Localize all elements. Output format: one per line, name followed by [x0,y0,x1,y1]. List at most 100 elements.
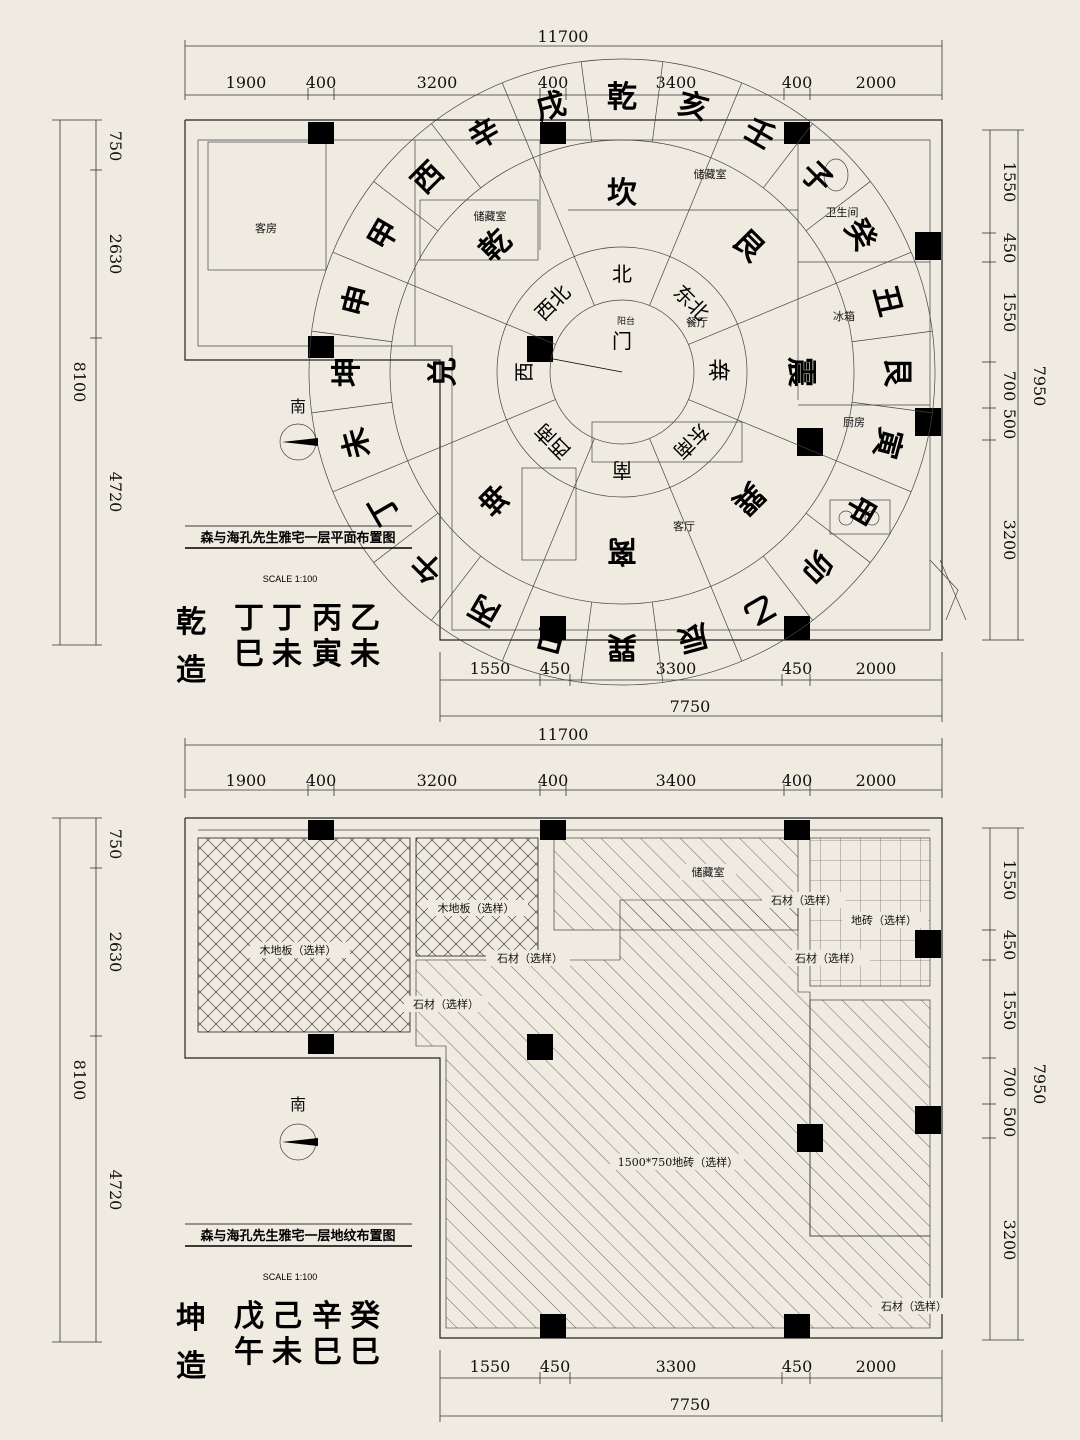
plan1-bazi-hour-branch: 未 [350,637,382,672]
plan2-dim-left-total: 8100 [70,1060,89,1101]
outer-ring-character: 巽 [607,629,637,664]
direction-label: 南 [612,458,632,482]
sector-spoke [688,399,837,462]
sector-spoke [532,157,595,306]
ring-spoke [762,555,813,621]
plan2-dim-top-1: 1900 [226,771,267,790]
outer-ring-character: 辰 [674,616,712,658]
plan2-dim-top-4: 400 [538,771,569,790]
plan1-dim-left-2: 2630 [106,234,125,275]
direction-label: 西南 [530,419,575,464]
plan2-scale: SCALE 1:100 [263,1272,318,1282]
plan2-dim-right-5: 500 [1000,1107,1019,1138]
outer-ring-character: 艮 [879,357,914,388]
plan2-material-labels: 木地板（选样） 木地板（选样） 石材（选样） 石材（选样） 储藏室 石材（选样）… [250,864,956,1314]
sector-spoke [407,399,556,462]
plan2-dim-bottom-2: 450 [540,1357,571,1376]
plan2-dim-bottom-4: 450 [782,1357,813,1376]
plan2-title-block: 森与海孔先生雅宅一层地纹布置图 SCALE 1:100 [185,1223,412,1282]
room-label-storage-1: 储藏室 [474,209,507,223]
luopan-compass: 甲西辛戌乾亥壬子癸丑艮寅甲卯乙辰巽巳丙午丁未坤申 兑乾坎艮震巽离坤 西西北北东北… [308,58,936,686]
plan2-columns [308,820,941,1338]
ring-spoke [332,251,408,284]
plan2-bazi-day-stem: 辛 [312,1299,344,1334]
plan2-dims-right [982,827,1024,1341]
ring-spoke [501,586,534,662]
material-label-7: 地砖（选样） [851,913,917,927]
material-label-5: 储藏室 [692,865,725,879]
outer-ring-character: 丙 [463,587,506,632]
outer-ring-character: 坤 [330,357,365,387]
outer-ring-character: 乾 [607,80,637,115]
ring-spoke [851,330,933,343]
sector-spoke [407,282,556,345]
outer-ring-character: 壬 [738,112,781,157]
plan1-dim-top-4: 400 [538,73,569,92]
plan1-bazi-month-branch: 未 [272,637,304,672]
plan1-dim-right-1: 1550 [1000,162,1019,203]
south-arrow-icon [282,1138,318,1146]
plan1-dim-bottom-total: 7750 [670,697,711,716]
plan2-dim-right-6: 3200 [1000,1220,1019,1261]
plan2-bazi-year-branch: 午 [234,1335,266,1370]
ring-spoke [836,460,912,493]
sector-spoke [649,438,712,587]
plan1-dims-left [52,119,102,646]
plan1-walls [184,119,967,641]
outer-ring-character: 未 [336,424,378,462]
sector-spoke [688,282,837,345]
plan1-dim-left-3: 4720 [106,472,125,513]
plan1-dims-top [184,40,943,100]
plan2-bazi-label-2: 造 [176,1349,208,1384]
material-label-1: 木地板（选样） [260,943,337,957]
plan1-dim-right-6: 3200 [1000,520,1019,561]
plan1-bazi-label-2: 造 [176,653,208,688]
material-label-10: 石材（选样） [881,1299,947,1313]
plan1-dims-right [982,129,1024,641]
plan1-bazi-label-1: 乾 [176,605,208,640]
room-label-guest: 客房 [255,221,277,235]
plan1-dim-top-5: 3400 [656,73,697,92]
direction-label: 东 [708,362,732,382]
core-north-label: 北 [708,357,728,381]
plan2-bazi-year-stem: 戊 [234,1299,266,1334]
plan2-dim-top-3: 3200 [417,771,458,790]
trigram-label: 兑 [426,357,461,387]
plan2-dim-bottom-1: 1550 [470,1357,511,1376]
material-label-3: 石材（选样） [497,951,563,965]
plan2-dim-right-4: 700 [1000,1067,1019,1098]
plan1-dim-bottom-1: 1550 [470,659,511,678]
plan1-dims-bottom [439,652,943,722]
ring-spoke [851,401,933,414]
ring-spoke [431,555,482,621]
ring-spoke [580,61,593,143]
plan1-dim-top-1: 1900 [226,73,267,92]
outer-ring-character: 申 [336,282,378,320]
plan1-south-label: 南 [290,397,306,416]
plan2-dim-right-2: 450 [1000,930,1019,961]
trigram-label: 震 [783,357,818,388]
trigram-label: 巽 [725,475,771,521]
plan1-dim-bottom-3: 3300 [656,659,697,678]
plan1-bazi-month-stem: 丁 [272,601,304,636]
outer-ring-character: 戌 [532,86,570,128]
plan2-bazi-day-branch: 巳 [312,1335,344,1370]
material-label-8: 石材（选样） [795,951,861,965]
plan1-dim-right-2: 450 [1000,233,1019,264]
trigram-label: 坎 [607,176,637,211]
trigram-label: 离 [607,533,637,568]
room-label-balcony: 阳台 [617,315,635,327]
plan2-dim-right-total: 7950 [1030,1064,1049,1105]
plan1-bazi-year-branch: 巳 [234,637,266,672]
ring-spoke [651,601,664,683]
plan1-bazi-day-stem: 丙 [312,601,344,636]
plan2-dim-top-6: 400 [782,771,813,790]
plan1-columns [308,122,941,640]
outer-ring-character: 卯 [793,543,839,589]
plan2-dim-top-total: 11700 [538,725,589,744]
ring-spoke [710,82,743,158]
plan1-dim-top-2: 400 [306,73,337,92]
outer-ring-character: 乙 [738,587,781,632]
plan2-dims-left [52,817,102,1343]
